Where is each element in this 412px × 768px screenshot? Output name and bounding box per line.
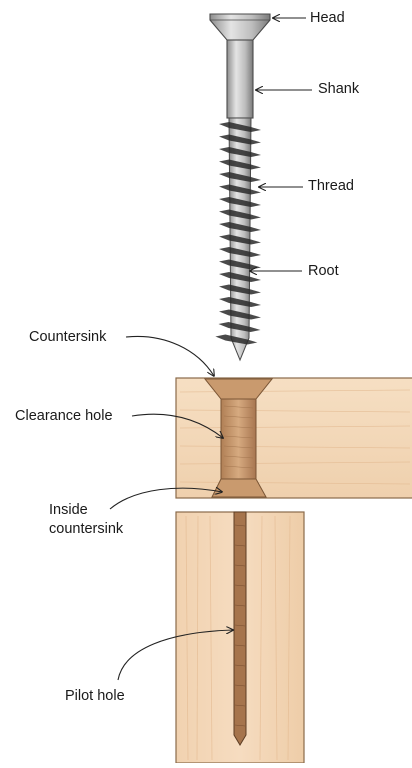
inside-countersink-cone (211, 478, 267, 498)
thread-crest (219, 222, 261, 232)
label-head: Head (310, 10, 345, 26)
screw-head (209, 13, 271, 41)
label-inside-countersink-line2: countersink (49, 521, 124, 537)
leader-lines (109, 18, 312, 681)
label-thread: Thread (308, 178, 354, 194)
thread-crest (218, 322, 261, 332)
leader-clearance-hole (131, 413, 223, 438)
upper-board (175, 377, 412, 499)
thread-crest (219, 122, 261, 132)
pilot-hole (233, 511, 247, 746)
thread-crest (219, 247, 261, 257)
thread-crest (219, 172, 261, 182)
thread-crest (219, 209, 261, 220)
label-countersink: Countersink (29, 329, 107, 345)
thread-crest (219, 234, 261, 245)
thread-crest (219, 197, 261, 207)
label-inside-countersink-line1: Inside (49, 502, 88, 518)
screw (209, 13, 271, 362)
thread-crest (219, 159, 261, 170)
thread-crest (219, 259, 261, 270)
thread-crest (219, 272, 261, 282)
thread-crest (219, 309, 261, 320)
thread-crest (219, 134, 261, 145)
label-shank: Shank (318, 81, 360, 97)
screw-shank (226, 39, 254, 119)
clearance-hole (220, 398, 257, 480)
thread-crest (219, 184, 261, 195)
label-clearance-hole: Clearance hole (15, 408, 113, 424)
thread-crest (219, 147, 261, 157)
screw-threads (215, 122, 261, 345)
thread-crest (219, 284, 261, 295)
label-root: Root (308, 263, 339, 279)
leader-inside-countersink (109, 488, 222, 510)
thread-crest (219, 297, 261, 307)
leader-pilot-hole (117, 630, 233, 681)
thread-crest (215, 334, 258, 345)
label-pilot-hole: Pilot hole (65, 688, 125, 704)
leader-countersink (125, 335, 214, 376)
